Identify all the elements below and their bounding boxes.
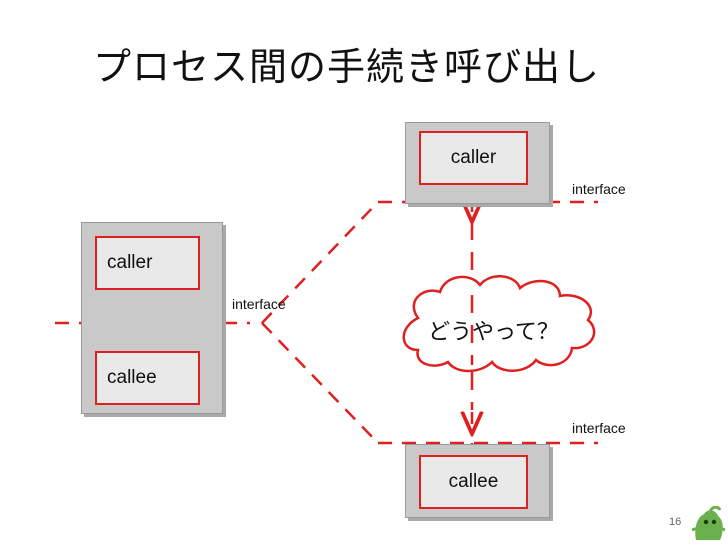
bottom-interface-label: interface: [572, 420, 626, 436]
upper-diagonal-line: [261, 201, 379, 324]
left-interface-label: interface: [232, 296, 286, 312]
bottom-callee-label: callee: [448, 471, 499, 492]
slide-title: プロセス間の手続き呼び出し: [93, 45, 601, 89]
left-callee-label: callee: [107, 367, 157, 388]
cloud-question-text: どうやって？: [428, 320, 559, 345]
left-caller-box: caller: [95, 236, 200, 290]
lower-diagonal-line: [261, 322, 379, 444]
left-caller-label: caller: [107, 252, 153, 273]
page-number: 16: [669, 516, 682, 528]
top-caller-box: caller: [419, 131, 528, 185]
bottom-callee-box: callee: [419, 455, 528, 509]
mascot-icon: [691, 506, 726, 540]
cloud-shape: [402, 275, 596, 373]
top-interface-label: interface: [572, 181, 626, 197]
left-callee-box: callee: [95, 351, 200, 405]
top-caller-label: caller: [450, 147, 497, 168]
